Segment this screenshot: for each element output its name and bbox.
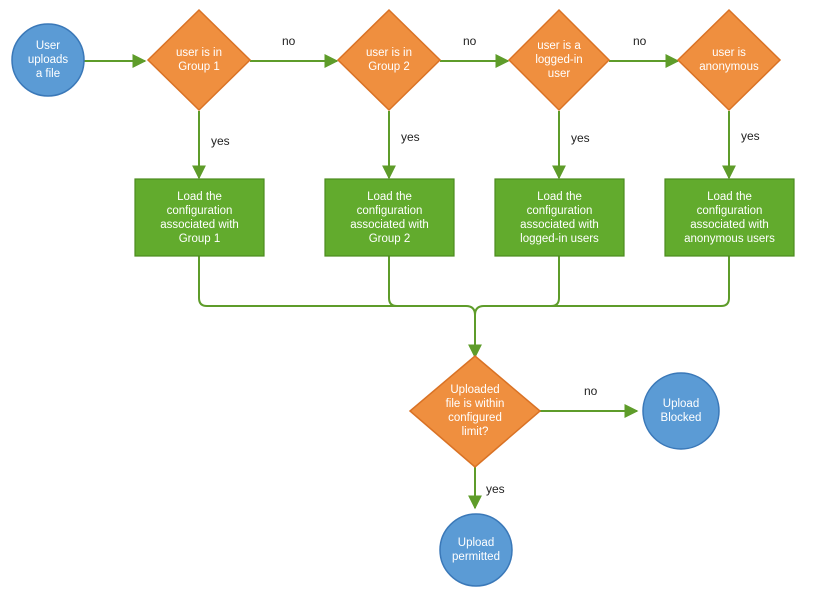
edges: [84, 54, 736, 510]
process-group2-shape: [324, 178, 455, 257]
end-permitted-shape: [439, 513, 513, 587]
process-anonymous-shape: [664, 178, 795, 257]
decision-loggedin-shape: [507, 8, 611, 112]
process-group1-shape: [134, 178, 265, 257]
edge-label-no-limit: no: [584, 384, 598, 398]
edge-process2-to-merge: [388, 256, 466, 307]
process-loggedin-shape: [494, 178, 625, 257]
edge-label-no-1: no: [282, 34, 296, 48]
decision-group1-shape: [146, 8, 252, 112]
edge-label-no-3: no: [633, 34, 647, 48]
edge-label-yes-3: yes: [571, 131, 590, 145]
decision-anonymous-shape: [676, 8, 782, 112]
edge-label-yes-2: yes: [401, 130, 420, 144]
edge-label-yes-limit: yes: [486, 482, 505, 496]
edge-process4-to-merge: [484, 256, 730, 307]
edge-label-yes-4: yes: [741, 129, 760, 143]
edge-label-yes-1: yes: [211, 134, 230, 148]
decision-group2-shape: [336, 8, 442, 112]
end-blocked-shape: [642, 372, 720, 450]
edge-label-no-2: no: [463, 34, 477, 48]
decision-limit-shape: [408, 355, 542, 468]
start-node-shape: [11, 23, 85, 97]
